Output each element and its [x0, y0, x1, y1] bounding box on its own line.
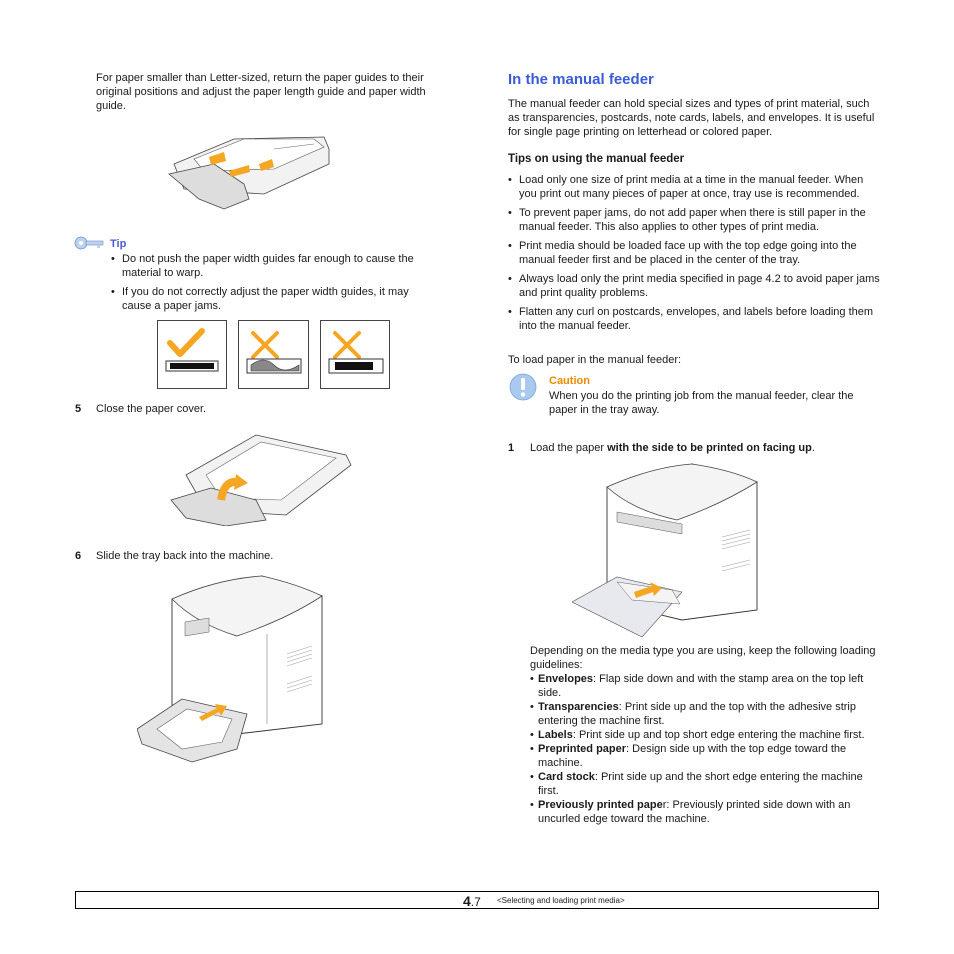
loose-guide-example: [320, 320, 390, 389]
guidelines-intro: Depending on the media type you are usin…: [530, 645, 876, 671]
tips-list: Load only one size of print media at a t…: [508, 173, 880, 338]
tips-list-item: Print media should be loaded face up wit…: [508, 239, 880, 267]
printer-tray-insert-illustration: [137, 575, 323, 763]
page-number: 4.7: [463, 893, 481, 909]
step-text: Load the paper with the side to be print…: [530, 442, 815, 454]
intro-paragraph: For paper smaller than Letter-sized, ret…: [96, 72, 426, 112]
step-text: Close the paper cover.: [96, 403, 207, 415]
tip-key-icon: [74, 236, 104, 250]
tips-list-item: Flatten any curl on postcards, envelopes…: [508, 305, 880, 333]
tips-list-item: Always load only the print media specifi…: [508, 272, 880, 300]
guideline-item: Previously printed paper: Previously pri…: [530, 798, 880, 826]
guideline-item: Transparencies: Print side up and the to…: [530, 700, 880, 728]
footer-chapter-title: <Selecting and loading print media>: [497, 896, 625, 905]
tip-title: Tip: [110, 238, 127, 250]
tips-list-item: To prevent paper jams, do not add paper …: [508, 206, 880, 234]
manual-feeder-intro: The manual feeder can hold special sizes…: [508, 98, 875, 138]
cross-icon: [246, 331, 302, 374]
guidelines-list: Envelopes: Flap side down and with the s…: [530, 672, 880, 826]
tips-list-item: Load only one size of print media at a t…: [508, 173, 880, 201]
step-number: 1: [508, 442, 515, 454]
load-intro: To load paper in the manual feeder:: [508, 354, 682, 366]
tips-heading: Tips on using the manual feeder: [508, 153, 685, 165]
step-number: 6: [75, 550, 82, 562]
guideline-item: Card stock: Print side up and the short …: [530, 770, 880, 798]
checkmark-icon: [165, 328, 219, 372]
tip-list: Do not push the paper width guides far e…: [111, 252, 441, 318]
guideline-item: Labels: Print side up and top short edge…: [530, 728, 880, 742]
caution-exclamation-icon: [509, 373, 537, 401]
step-text: Slide the tray back into the machine.: [96, 550, 274, 562]
step-number: 5: [75, 403, 82, 415]
tip-item: Do not push the paper width guides far e…: [111, 252, 441, 280]
section-heading: In the manual feeder: [508, 71, 654, 88]
tip-item: If you do not correctly adjust the paper…: [111, 285, 441, 313]
manual-feeder-load-illustration: [572, 463, 758, 638]
correct-guide-example: [157, 320, 227, 389]
caution-text: When you do the printing job from the ma…: [549, 390, 854, 416]
page-footer: [75, 891, 879, 909]
warped-paper-example: [238, 320, 309, 389]
caution-title: Caution: [549, 375, 590, 387]
cross-icon: [328, 331, 384, 374]
close-paper-cover-illustration: [170, 434, 352, 526]
guideline-item: Preprinted paper: Design side up with th…: [530, 742, 880, 770]
guideline-item: Envelopes: Flap side down and with the s…: [530, 672, 880, 700]
paper-tray-guides-illustration: [168, 136, 330, 210]
